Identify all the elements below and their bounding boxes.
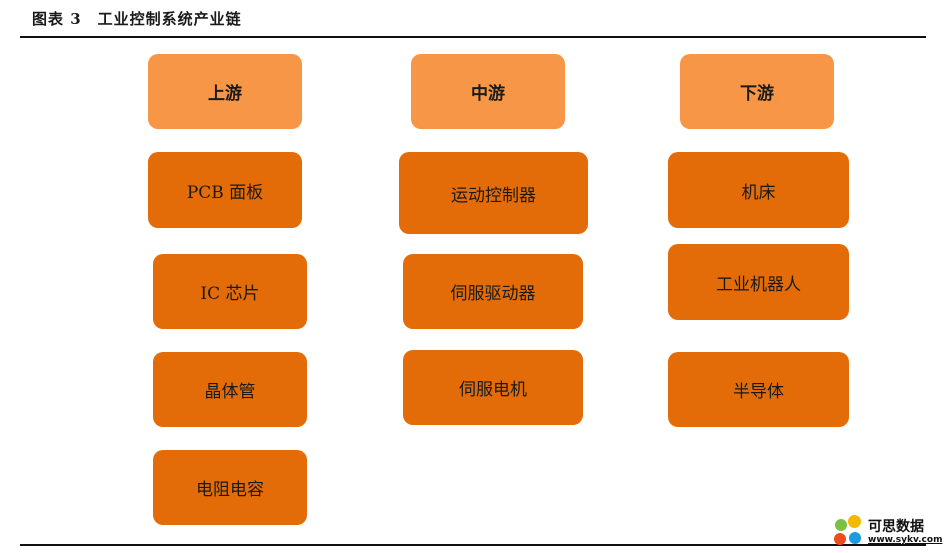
upstream-item-ic-chip: IC 芯片: [153, 254, 307, 329]
midstream-item-motion-controller: 运动控制器: [399, 152, 588, 234]
top-rule: [20, 36, 926, 38]
header-upstream: 上游: [148, 54, 302, 129]
watermark-name: 可思数据: [868, 519, 924, 535]
upstream-item-transistor: 晶体管: [153, 352, 307, 427]
watermark-url: www.sykv.com: [868, 535, 943, 545]
midstream-item-servo-motor: 伺服电机: [403, 350, 583, 425]
logo-dot-blue-icon: [849, 532, 861, 544]
watermark-logo: 可思数据 www.sykv.com: [832, 514, 944, 550]
figure-title: 图表 3 工业控制系统产业链: [32, 10, 242, 28]
header-downstream: 下游: [680, 54, 834, 129]
header-midstream: 中游: [411, 54, 565, 129]
downstream-item-industrial-robot: 工业机器人: [668, 244, 849, 320]
downstream-item-machine-tool: 机床: [668, 152, 849, 228]
downstream-item-semiconductor: 半导体: [668, 352, 849, 427]
logo-dot-green-icon: [835, 519, 847, 531]
logo-dot-yellow-icon: [848, 515, 861, 528]
upstream-item-resistor-capacitor: 电阻电容: [153, 450, 307, 525]
upstream-item-pcb: PCB 面板: [148, 152, 302, 228]
midstream-item-servo-drive: 伺服驱动器: [403, 254, 583, 329]
bottom-rule: [20, 544, 926, 546]
logo-dot-red-icon: [834, 533, 846, 545]
